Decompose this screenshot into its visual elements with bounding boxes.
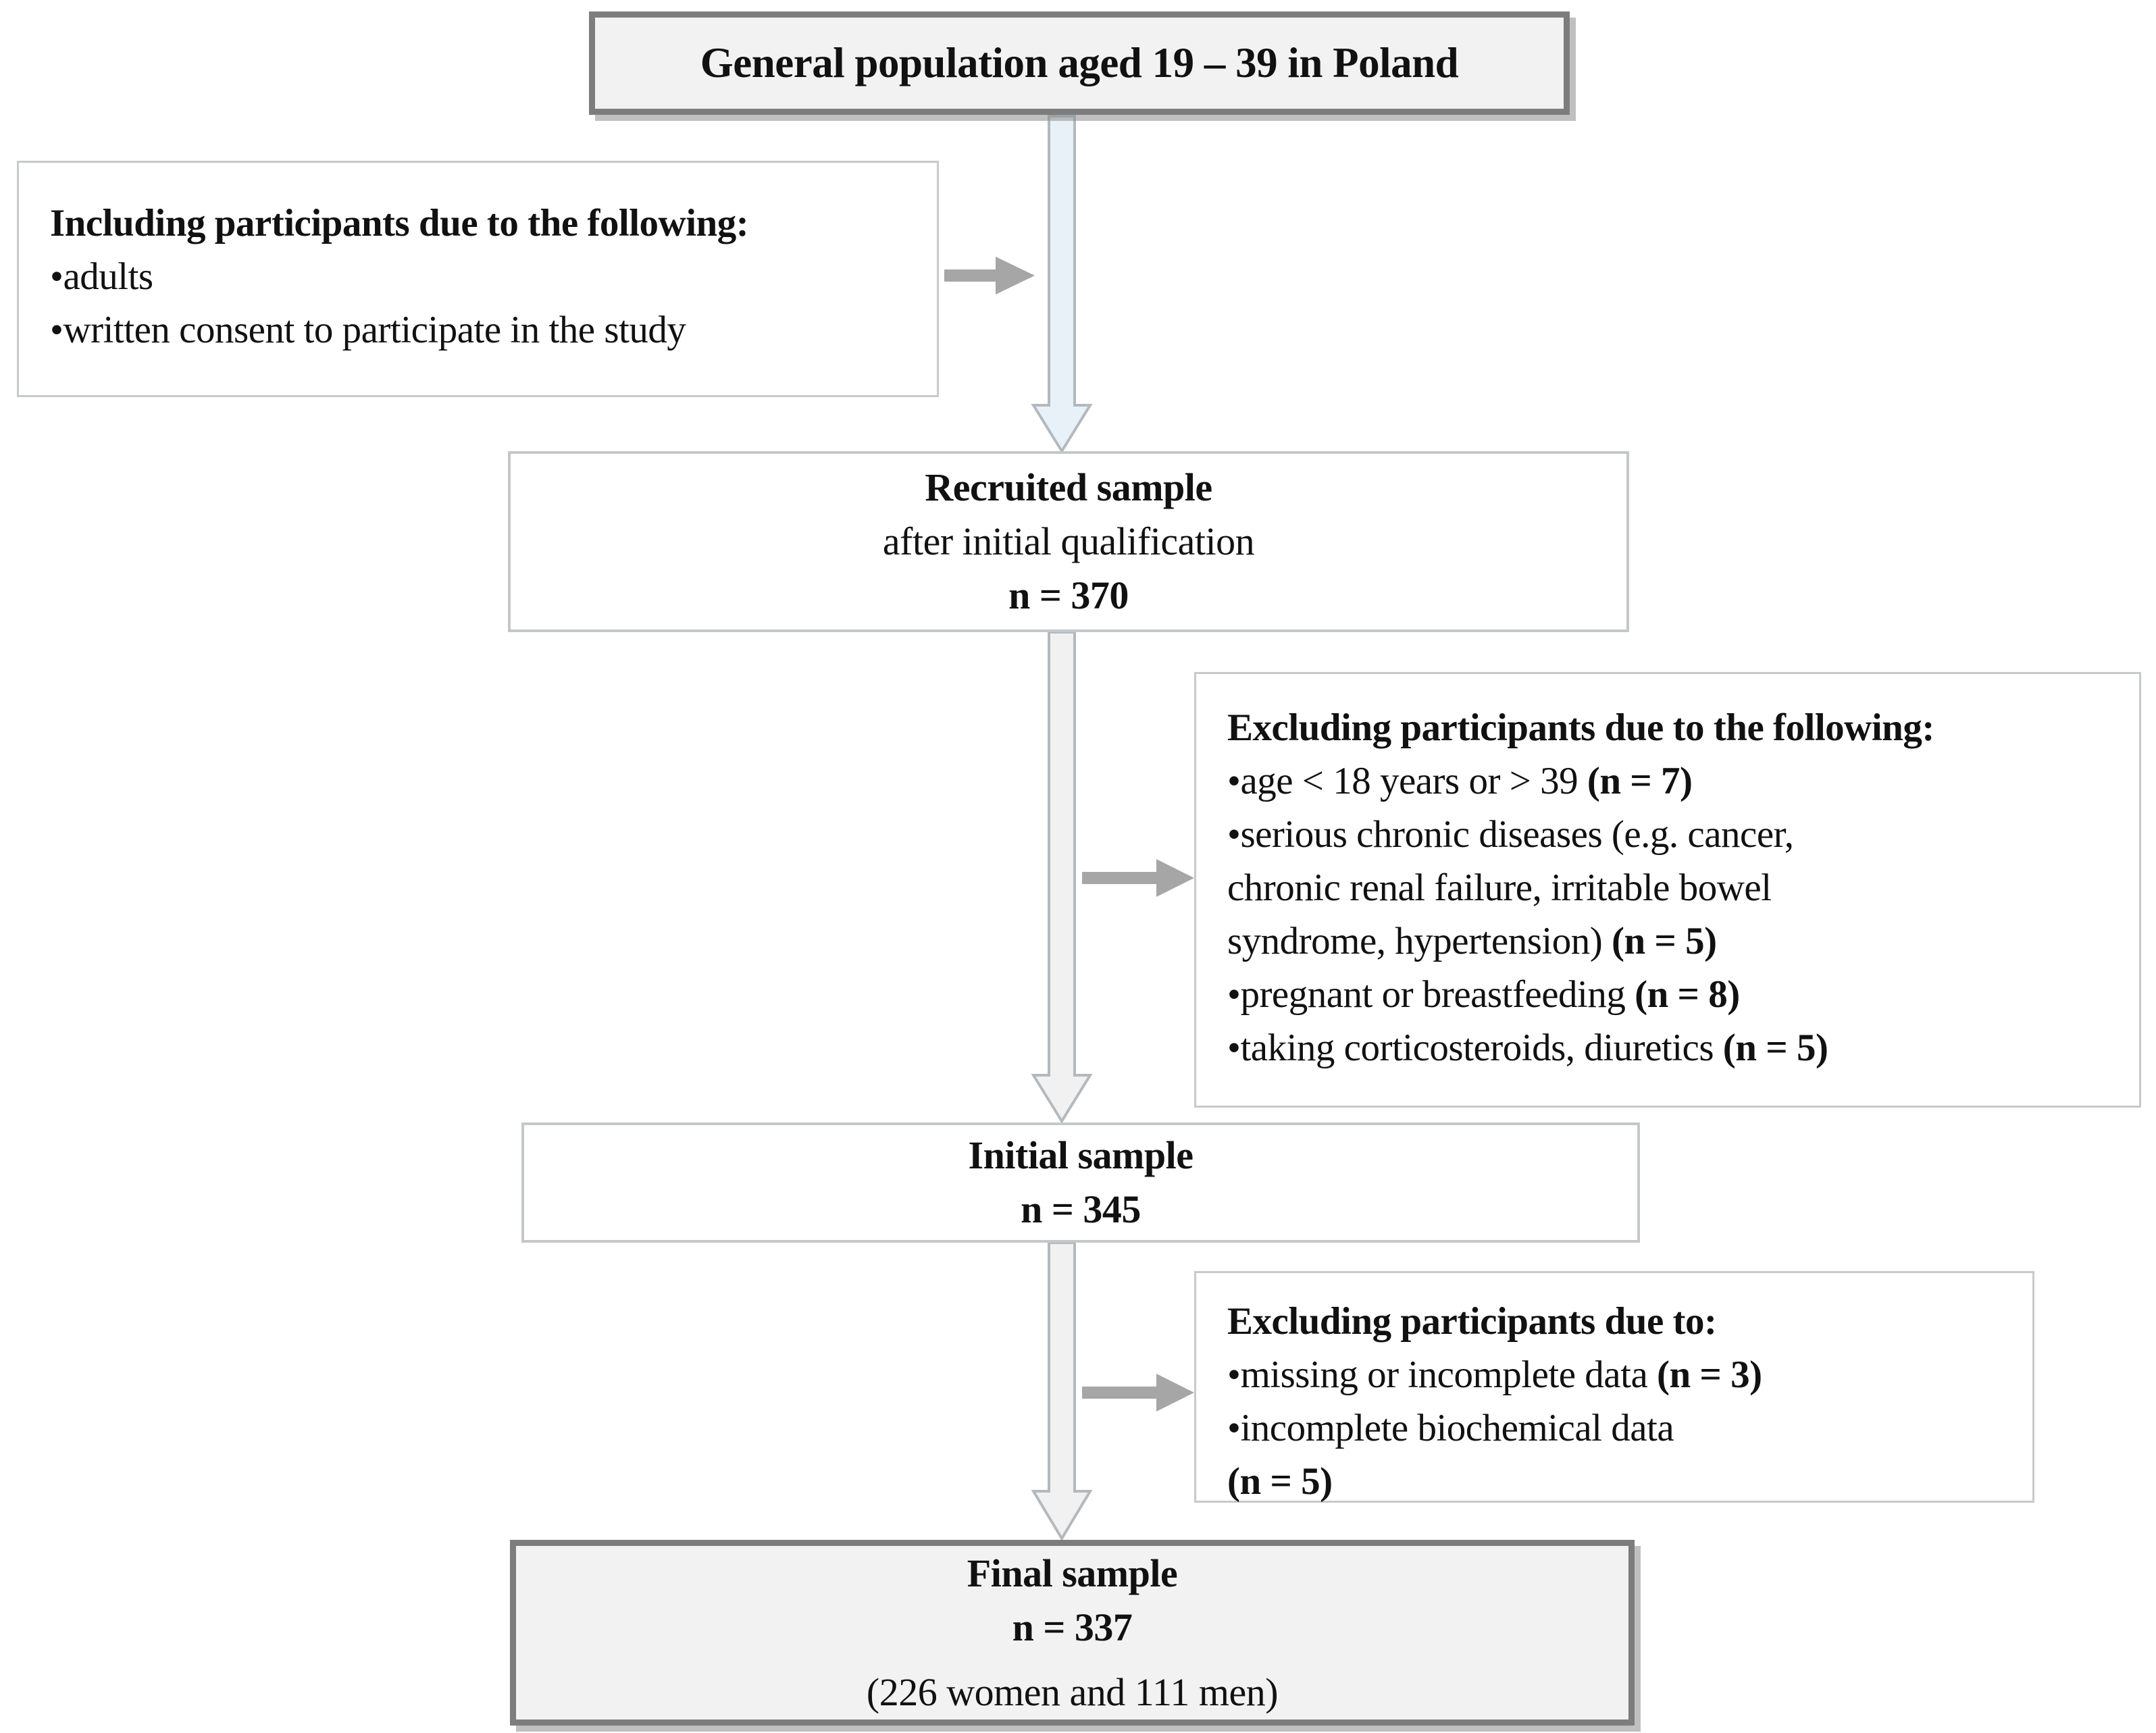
inclusion-criteria-box: Including participants due to the follow… [17, 161, 939, 397]
recruited-sample-box: Recruited sample after initial qualifica… [508, 451, 1629, 632]
exclusion-criteria-box-1: Excluding participants due to the follow… [1194, 672, 2141, 1108]
final-detail: (226 women and 111 men) [866, 1670, 1279, 1714]
exclusion-1-heading: Excluding participants due to the follow… [1227, 706, 1934, 749]
down-arrow-icon [1031, 1241, 1093, 1541]
initial-title: Initial sample [968, 1133, 1194, 1177]
right-arrow-icon [944, 257, 1035, 294]
bullet-item: syndrome, hypertension) (n = 5) [1227, 920, 1717, 962]
initial-sample-box: Initial sample n = 345 [521, 1122, 1640, 1243]
bullet-item: •incomplete biochemical data [1227, 1407, 1674, 1449]
population-box: General population aged 19 – 39 in Polan… [589, 11, 1570, 115]
inclusion-heading: Including participants due to the follow… [50, 202, 749, 244]
right-arrow-icon [1082, 859, 1194, 897]
bullet-item: •pregnant or breastfeeding (n = 8) [1227, 973, 1740, 1016]
recruited-title: Recruited sample [925, 465, 1212, 509]
down-arrow-icon [1031, 115, 1093, 454]
bullet-item: •adults [50, 255, 153, 298]
bullet-item: •taking corticosteroids, diuretics (n = … [1227, 1027, 1828, 1069]
exclusion-2-items: •missing or incomplete data (n = 3) •inco… [1227, 1348, 2012, 1508]
bullet-item: •written consent to participate in the s… [50, 309, 686, 351]
down-arrow-icon [1031, 631, 1093, 1124]
recruited-subtitle: after initial qualification [882, 519, 1255, 563]
bullet-item: •serious chronic diseases (e.g. cancer, [1227, 813, 1794, 856]
bullet-item: •age < 18 years or > 39 (n = 7) [1227, 760, 1693, 802]
final-count: n = 337 [1012, 1605, 1133, 1649]
bullet-item: •missing or incomplete data (n = 3) [1227, 1353, 1762, 1396]
exclusion-1-items: •age < 18 years or > 39 (n = 7) •serious … [1227, 754, 2119, 1075]
recruited-count: n = 370 [1008, 573, 1129, 617]
initial-count: n = 345 [1021, 1187, 1141, 1231]
bullet-item: chronic renal failure, irritable bowel [1227, 866, 1772, 909]
inclusion-items: •adults •written consent to participate i… [50, 250, 917, 357]
bullet-item: (n = 5) [1227, 1460, 1333, 1503]
exclusion-2-heading: Excluding participants due to: [1227, 1300, 1717, 1343]
final-sample-box: Final sample n = 337 (226 women and 111 … [510, 1540, 1635, 1726]
final-title: Final sample [967, 1551, 1178, 1595]
exclusion-criteria-box-2: Excluding participants due to: •missing … [1194, 1271, 2034, 1503]
right-arrow-icon [1082, 1374, 1194, 1412]
population-box-title: General population aged 19 – 39 in Polan… [700, 39, 1459, 86]
